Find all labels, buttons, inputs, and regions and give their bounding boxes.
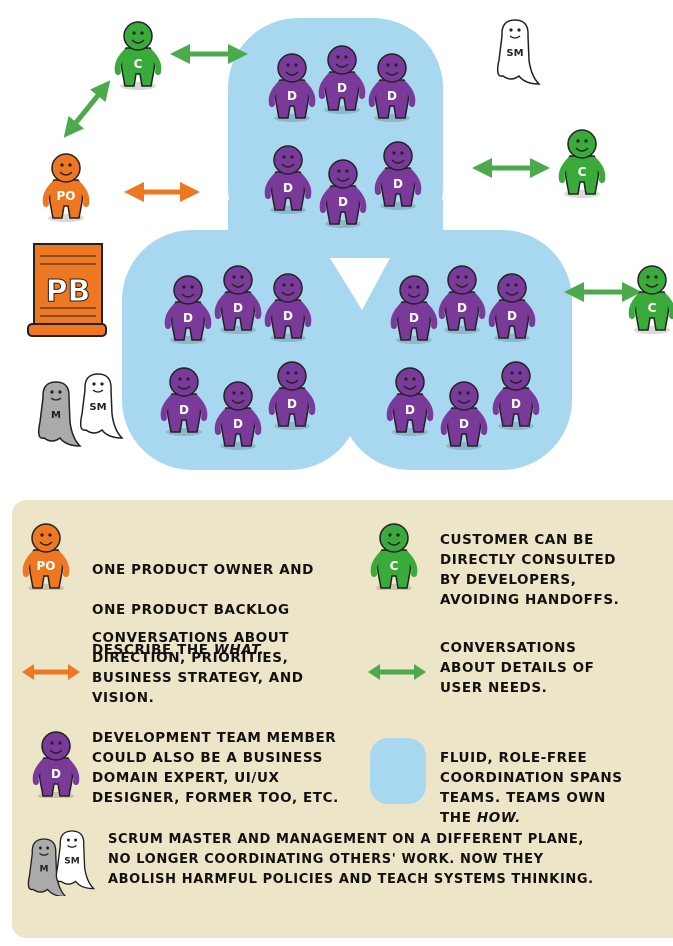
- figure-label: D: [338, 195, 348, 209]
- legend-developer-text: DEVELOPMENT TEAM MEMBER COULD ALSO BE A …: [92, 730, 339, 806]
- legend-what: WHAT.: [213, 642, 265, 658]
- customer-figure: C: [628, 265, 673, 334]
- figure-label: D: [337, 81, 347, 95]
- figure-label: C: [134, 57, 143, 71]
- developer-figure: D: [214, 265, 262, 334]
- customer-po-arrow: [63, 80, 111, 138]
- customer-figure: C: [370, 523, 418, 590]
- figure-label: D: [283, 181, 293, 195]
- customer-figure: C: [114, 21, 162, 90]
- legend-blob-icon: [370, 738, 426, 804]
- figure-label: D: [183, 311, 193, 325]
- developer-figure: D: [160, 367, 208, 436]
- figure-label: D: [387, 89, 397, 103]
- legend-customer-text: CUSTOMER CAN BE DIRECTLY CONSULTED BY DE…: [440, 532, 620, 608]
- legend-green-arrow-icon: [368, 664, 426, 680]
- figure-label: D: [409, 311, 419, 325]
- figure-label: SM: [506, 48, 523, 59]
- legend-green-arrow-text: CONVERSATIONS ABOUT DETAILS OF USER NEED…: [440, 640, 595, 696]
- product-owner-figure: PO: [42, 153, 90, 222]
- figure-label: SM: [64, 856, 79, 866]
- legend-how: HOW.: [476, 810, 521, 826]
- developer-figure: D: [440, 381, 488, 450]
- figure-label: PO: [37, 559, 56, 573]
- scrum-master-ghost: SM: [79, 373, 124, 439]
- figure-label: C: [578, 165, 587, 179]
- developer-figure: D: [268, 361, 316, 430]
- figure-label: D: [511, 397, 521, 411]
- backlog-label: PB: [46, 274, 91, 309]
- legend-sm-m-icon: M SM: [27, 830, 96, 896]
- figure-label: SM: [89, 402, 106, 413]
- scaled-scrum-diagram: PB D D D D D D D D D D D D D D D D D D C C C PO SM M SM: [27, 18, 673, 470]
- manager-ghost: M: [37, 381, 82, 447]
- figure-label: D: [51, 767, 61, 781]
- legend-panel: PO ONE PRODUCT OWNER AND ONE PRODUCT BAC…: [12, 500, 673, 938]
- scrum-master-ghost: SM: [55, 830, 96, 890]
- figure-label: D: [179, 403, 189, 417]
- figure-label: D: [287, 89, 297, 103]
- legend-po-line1: ONE PRODUCT OWNER AND: [92, 562, 314, 578]
- developer-figure: D: [488, 273, 536, 342]
- developer-figure: D: [492, 361, 540, 430]
- product-owner-figure: PO: [22, 523, 70, 590]
- figure-label: M: [51, 410, 61, 421]
- figure-label: PO: [57, 189, 76, 203]
- figure-label: C: [390, 559, 399, 573]
- figure-label: D: [233, 301, 243, 315]
- developer-figure: D: [164, 275, 212, 344]
- figure-label: D: [507, 309, 517, 323]
- developer-figure: D: [374, 141, 422, 210]
- developer-figure: D: [390, 275, 438, 344]
- legend-orange-arrow-icon: [22, 664, 80, 680]
- figure-label: D: [405, 403, 415, 417]
- legend-po-line2: ONE PRODUCT BACKLOG: [92, 602, 290, 618]
- legend-po-icon: PO: [22, 523, 70, 590]
- developer-figure: D: [268, 53, 316, 122]
- scrum-master-ghost: SM: [496, 19, 541, 85]
- legend-customer-icon: C: [370, 523, 418, 590]
- legend-blob-text: FLUID, ROLE-FREE COORDINATION SPANS TEAM…: [440, 728, 623, 828]
- developer-figure: D: [264, 273, 312, 342]
- legend-developer-icon: D: [32, 731, 80, 798]
- developer-figure: D: [368, 53, 416, 122]
- figure-label: D: [283, 309, 293, 323]
- product-backlog-icon: PB: [27, 243, 107, 337]
- figure-label: M: [40, 864, 49, 874]
- legend-orange-arrow-text: CONVERSATIONS ABOUT DIRECTION, PRIORITIE…: [92, 630, 304, 706]
- legend-blob-lines: FLUID, ROLE-FREE COORDINATION SPANS TEAM…: [440, 750, 623, 826]
- developer-figure: D: [438, 265, 486, 334]
- legend-po-line3: DESCRIBE THE: [92, 642, 214, 658]
- figure-label: D: [233, 417, 243, 431]
- customer-figure: C: [558, 129, 606, 198]
- manager-ghost: M: [27, 838, 66, 896]
- legend-po-text: ONE PRODUCT OWNER AND ONE PRODUCT BACKLO…: [92, 540, 314, 660]
- developer-figure: D: [32, 731, 80, 798]
- figure-label: D: [287, 397, 297, 411]
- developer-figure: D: [386, 367, 434, 436]
- blob-gap: [330, 258, 390, 310]
- figure-label: D: [459, 417, 469, 431]
- developer-figure: D: [318, 45, 366, 114]
- figure-label: C: [648, 301, 657, 315]
- developer-figure: D: [319, 159, 367, 228]
- developer-figure: D: [264, 145, 312, 214]
- figure-label: D: [393, 177, 403, 191]
- figure-label: D: [457, 301, 467, 315]
- developer-figure: D: [214, 381, 262, 450]
- legend-sm-text: SCRUM MASTER AND MANAGEMENT ON A DIFFERE…: [108, 832, 594, 887]
